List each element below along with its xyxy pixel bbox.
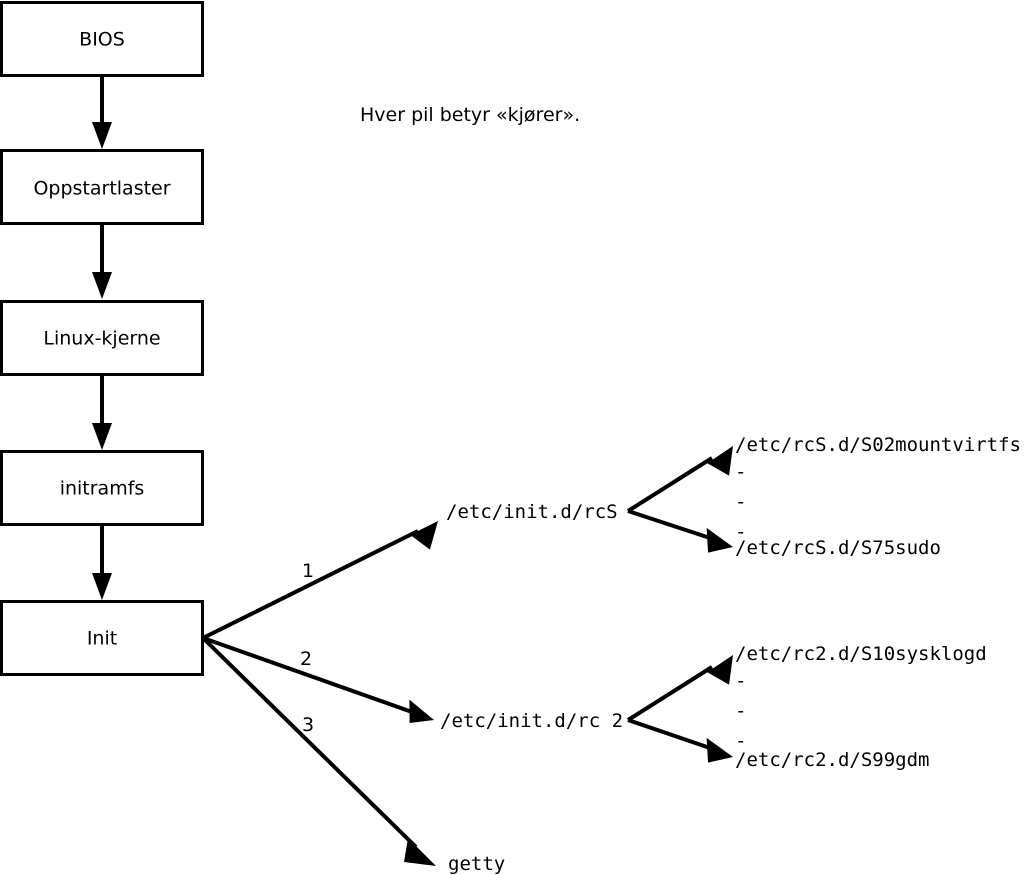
arrow-head-icon [92,423,112,450]
arrow-head-icon [706,737,733,763]
edge-line [202,636,413,714]
diagram-caption: Hver pil betyr «kjører». [360,104,580,126]
edge-line [627,718,711,750]
rc2-child-first[interactable]: /etc/rc2.d/S10sysklogd [735,643,987,665]
node-label: BIOS [79,29,125,51]
edge-line [202,529,419,640]
node-label: initramfs [60,478,145,500]
rc2-ellipsis-dash-1: - [735,670,746,692]
node-bootloader[interactable]: Oppstartlaster [0,149,204,225]
edge-rcs-to-first-script [626,446,733,513]
arrow-head-icon [707,446,733,476]
arrow-head-icon [410,521,438,550]
arrow-head-icon [92,272,112,299]
edge-initramfs-to-init [92,525,112,600]
edge-rc2-to-first-script [626,655,733,722]
edge-bootloader-to-kernel [92,224,112,299]
rcs-child-first[interactable]: /etc/rcS.d/S02mountvirtfs [735,434,1021,456]
arrow-head-icon [404,838,436,866]
node-label: Linux-kjerne [43,328,160,350]
node-initramfs[interactable]: initramfs [0,450,204,526]
edge-rc2-to-last-script [627,718,733,763]
edge-kernel-to-initramfs [92,375,112,450]
edge-line [627,509,711,540]
rcs-ellipsis-dash-1: - [735,461,746,483]
node-box-rect [0,450,204,526]
edge-line [201,636,418,849]
node-bios[interactable]: BIOS [0,1,204,77]
node-box-rect [0,149,204,225]
node-box-rect [0,600,204,676]
rc2-ellipsis-dash-2: - [735,700,746,722]
edge-line [626,456,714,513]
arrow-head-icon [706,527,733,553]
node-label: Init [87,628,117,650]
rcs-ellipsis-dash-3: - [735,521,746,543]
node-box-rect [0,300,204,376]
edge-init-to-rcs [202,521,438,640]
rc2-ellipsis-dash-3: - [735,730,746,752]
arrow-head-icon [409,699,434,724]
branch-number-1: 1 [302,560,314,582]
branch-number-3: 3 [302,714,314,736]
rcs-child-last[interactable]: /etc/rcS.d/S75sudo [735,537,941,559]
edge-init-to-getty [201,636,436,866]
edge-init-to-rc2 [202,636,434,724]
rcs-ellipsis-dash-2: - [735,491,746,513]
rc2-child-last[interactable]: /etc/rc2.d/S99gdm [735,749,929,771]
branch-number-2: 2 [300,648,312,670]
edge-bios-to-bootloader [92,76,112,149]
node-init[interactable]: Init [0,600,204,676]
edge-line [626,665,714,722]
arrow-head-icon [92,573,112,600]
node-label: Oppstartlaster [33,178,170,200]
script-label-rc2[interactable]: /etc/init.d/rc 2 [440,710,623,732]
edge-rcs-to-last-script [627,509,733,553]
script-label-rcs[interactable]: /etc/init.d/rcS [446,501,618,523]
arrow-head-icon [92,122,112,149]
script-label-getty[interactable]: getty [448,853,505,875]
node-box-rect [0,1,204,77]
node-kernel[interactable]: Linux-kjerne [0,300,204,376]
arrow-head-icon [707,655,733,685]
